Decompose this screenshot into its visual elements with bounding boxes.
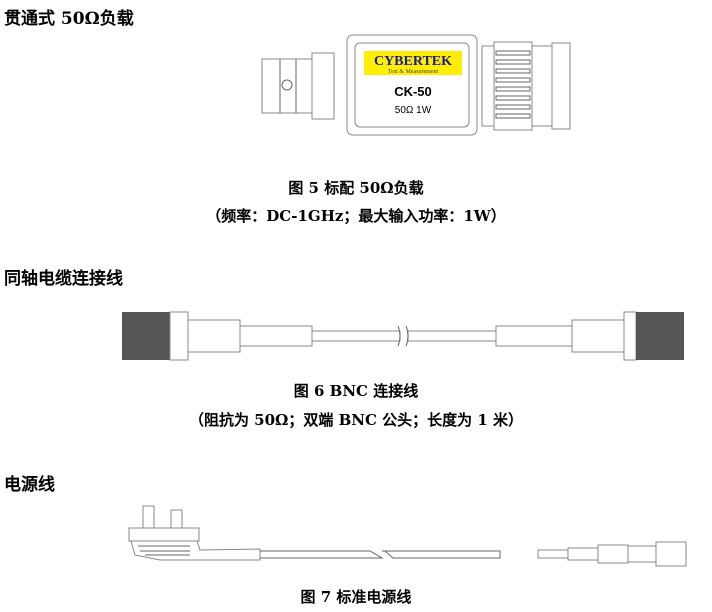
- figure-5-caption: 图 5 标配 50Ω负载: [288, 179, 424, 197]
- heading-load: 贯通式 50Ω负载: [4, 9, 134, 29]
- model-text: CK-50: [394, 84, 432, 99]
- heading-coax-cable: 同轴电缆连接线: [4, 269, 123, 289]
- power-cord-drawing: [128, 505, 687, 567]
- logo-subtext: Test & Measurement: [388, 69, 439, 75]
- logo-text: CYBERTEK: [374, 54, 452, 69]
- figure-7-caption: 图 7 标准电源线: [300, 588, 412, 606]
- figure-5-subcaption: （频率：DC-1GHz；最大输入功率：1W）: [206, 207, 506, 225]
- bnc-cable-drawing: [122, 311, 684, 361]
- load-drawing: CYBERTEK Test & Measurement CK-50 50Ω 1W: [261, 34, 571, 136]
- heading-power-cord: 电源线: [4, 475, 55, 495]
- figure-6-caption: 图 6 BNC 连接线: [293, 382, 419, 400]
- rating-text: 50Ω 1W: [395, 105, 432, 116]
- figure-6-subcaption: （阻抗为 50Ω；双端 BNC 公头；长度为 1 米）: [188, 411, 524, 429]
- logo-badge: [364, 51, 462, 75]
